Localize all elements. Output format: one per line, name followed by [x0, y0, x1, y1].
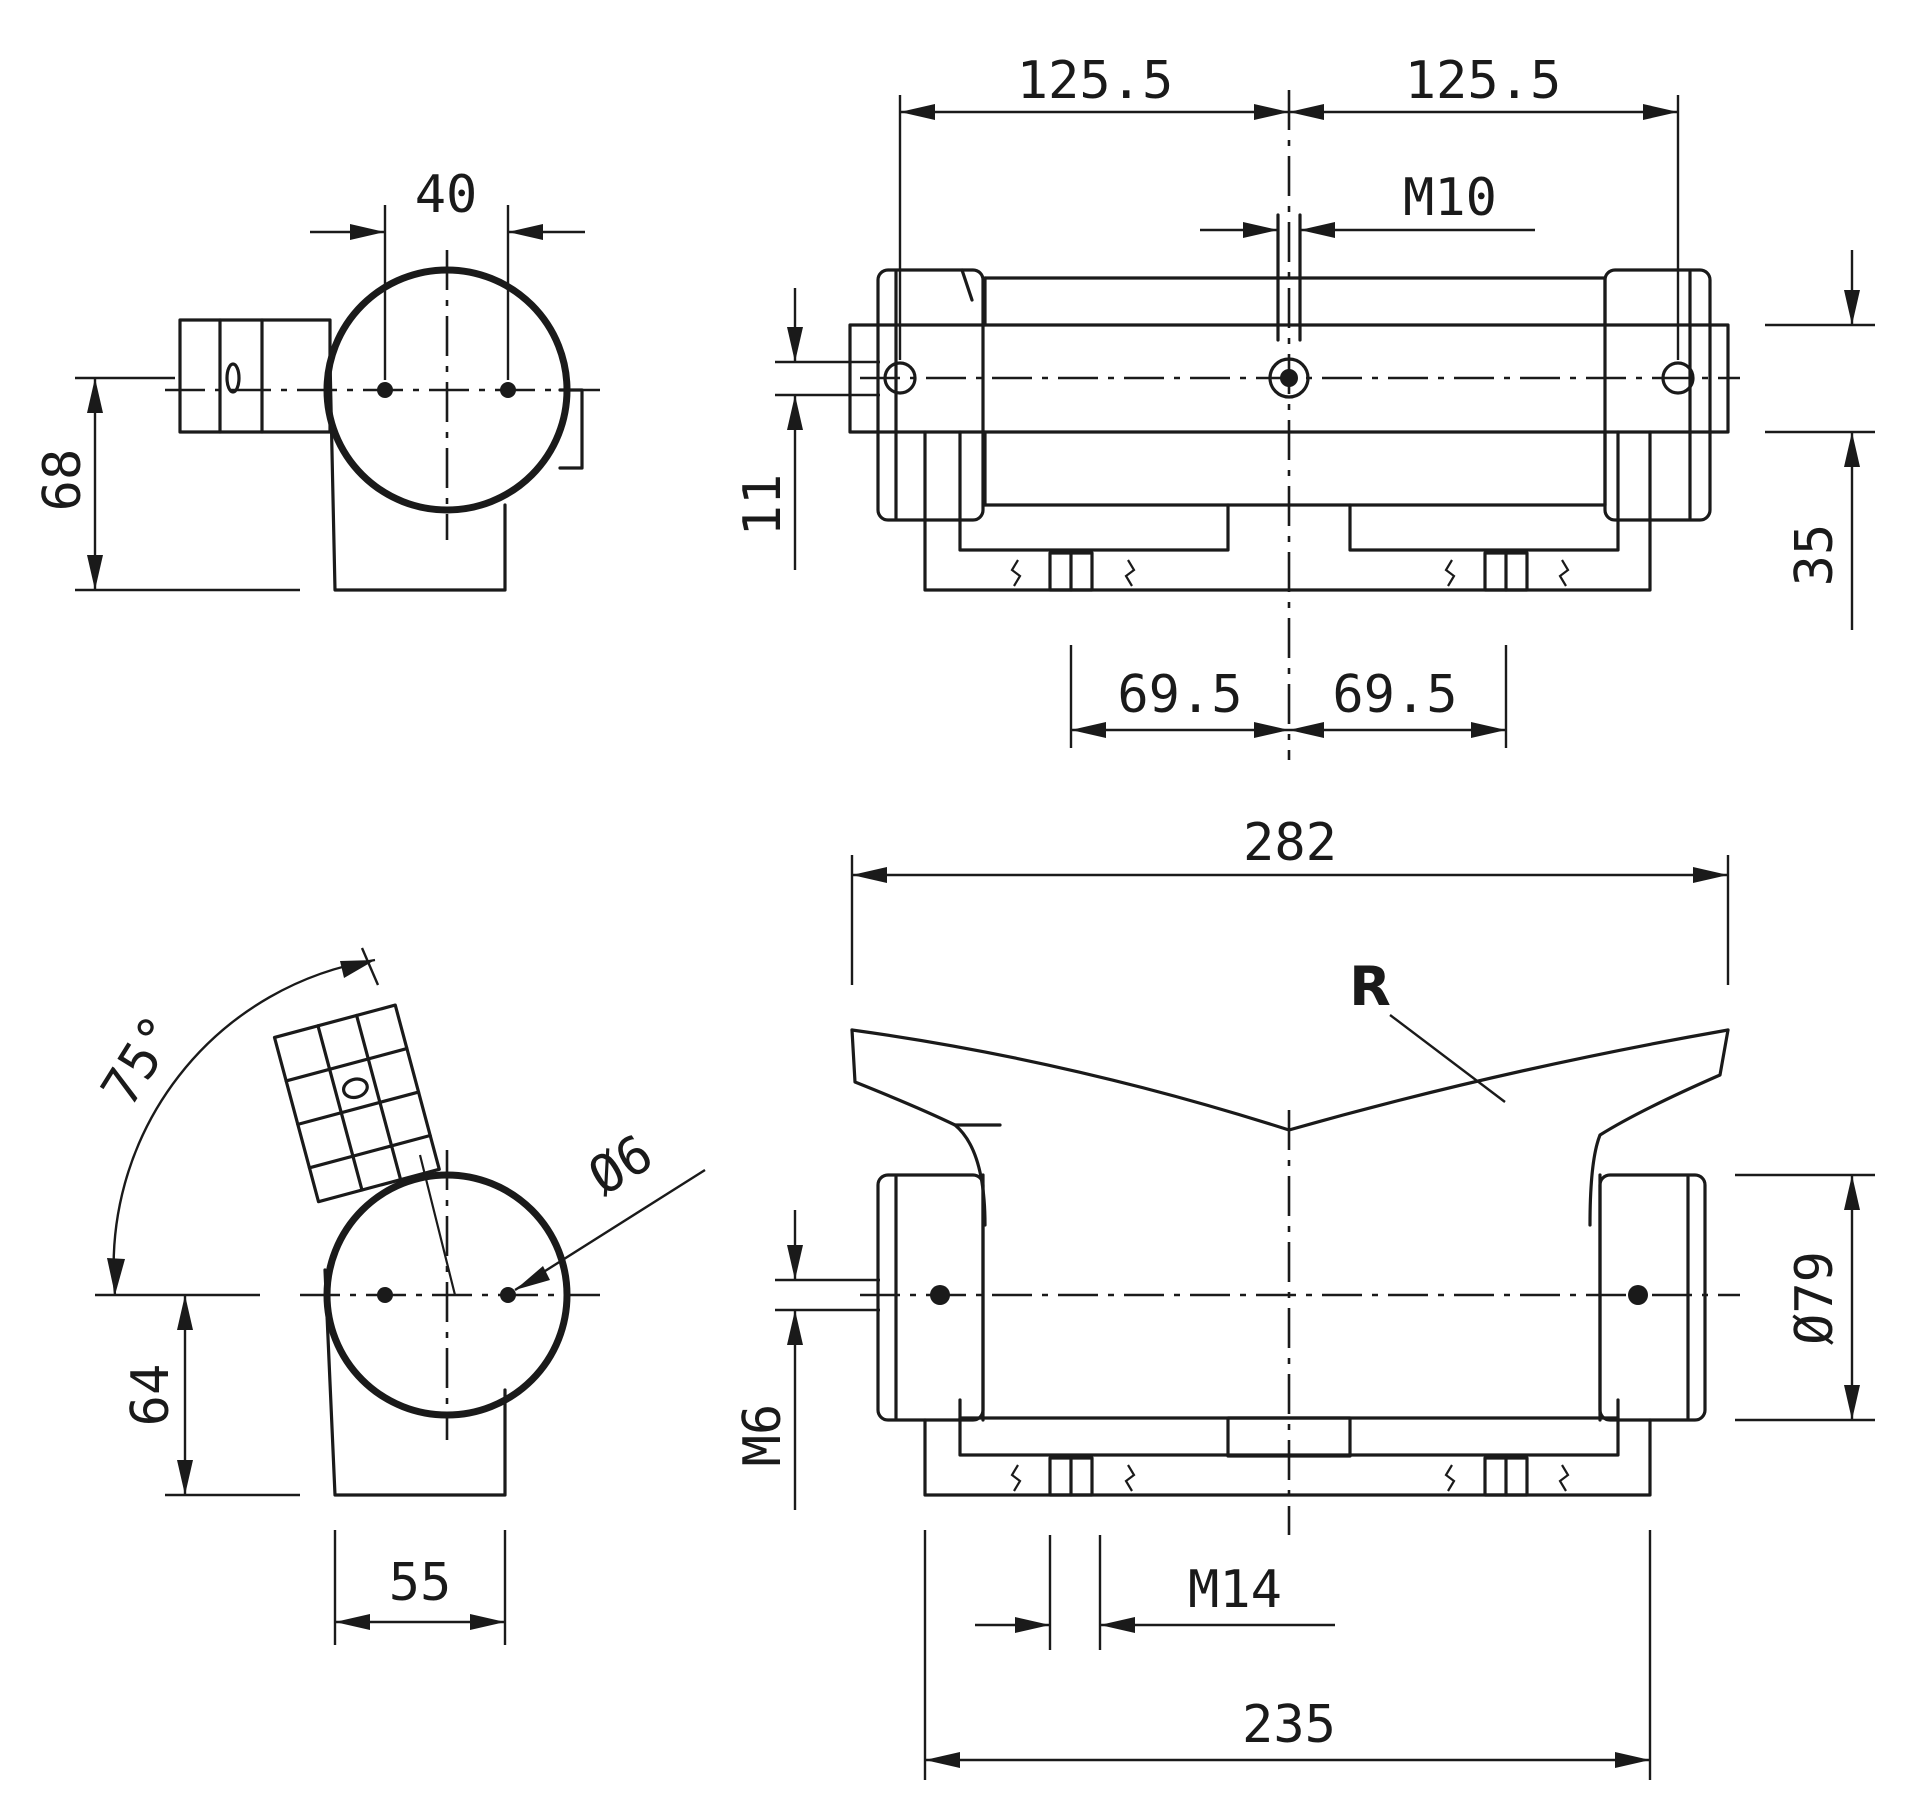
dim-11-label: 11	[733, 474, 793, 537]
dim-m6-label: M6	[733, 1404, 793, 1467]
dim-125-5-right-label: 125.5	[1405, 51, 1562, 111]
dim-64-label: 64	[121, 1364, 181, 1427]
dim-m14-label: M14	[1188, 1560, 1282, 1620]
dim-68-label: 68	[33, 449, 93, 512]
bottom-right-view: 282 R Ø79 M6 M14 235	[733, 813, 1875, 1780]
top-left-view: 40 68	[33, 165, 600, 592]
dim-75-deg-label: 75°	[90, 1005, 191, 1116]
dim-o79-label: Ø79	[1785, 1251, 1845, 1345]
top-right-view: 125.5 125.5 M10 11 35 69.5 69.5	[733, 51, 1875, 760]
dim-m10-label: M10	[1403, 168, 1497, 228]
bottom-left-view: 75° Ø6 64 55	[90, 947, 706, 1645]
dim-40-label: 40	[415, 165, 478, 225]
dim-o6-label: Ø6	[579, 1124, 664, 1208]
dim-69-5-left-label: 69.5	[1117, 665, 1242, 725]
dim-235-label: 235	[1242, 1695, 1336, 1755]
dim-r-label: R	[1349, 955, 1391, 1018]
dim-55-label: 55	[389, 1553, 452, 1613]
dim-35-label: 35	[1785, 524, 1845, 587]
dim-282-label: 282	[1243, 813, 1337, 873]
dim-125-5-left-label: 125.5	[1017, 51, 1174, 111]
dim-69-5-right-label: 69.5	[1332, 665, 1457, 725]
